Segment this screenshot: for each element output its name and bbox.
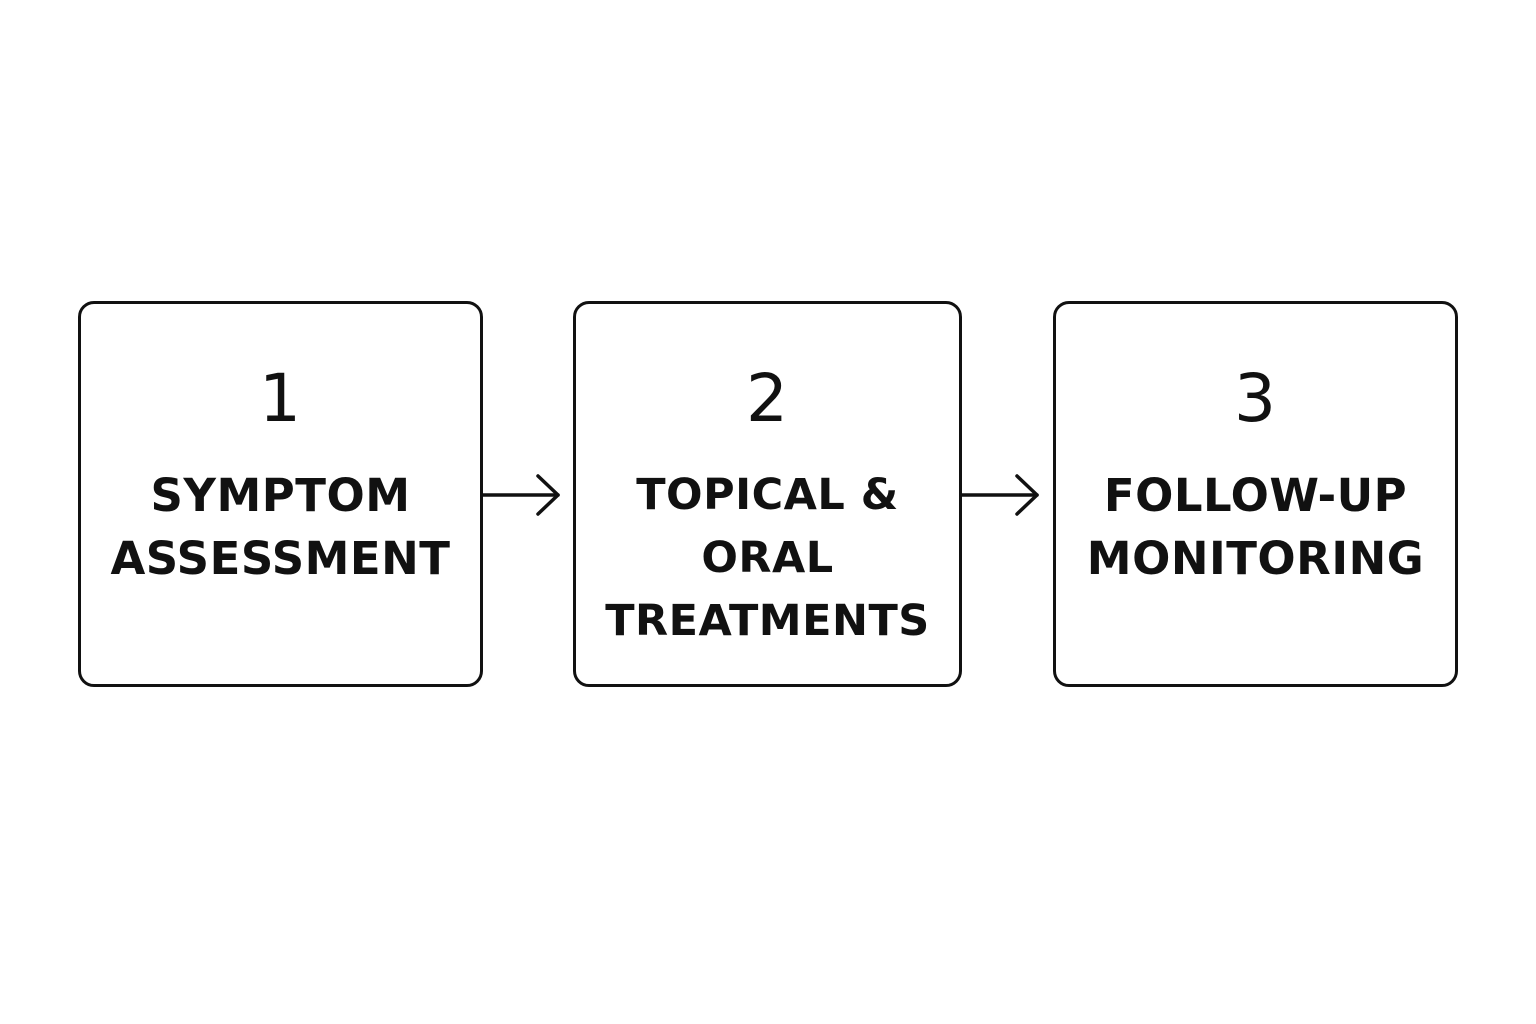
step-label: SYMPTOM ASSESSMENT — [81, 464, 480, 590]
step-label-line: SYMPTOM — [150, 469, 411, 522]
step-label-line: FOLLOW-UP — [1103, 469, 1408, 522]
step-label-line: TOPICAL & — [636, 470, 899, 520]
step-label-line: TREATMENTS — [605, 596, 930, 646]
step-number: 3 — [1234, 360, 1277, 437]
step-box-follow-up-monitoring: 3 FOLLOW-UP MONITORING — [1053, 301, 1458, 687]
step-box-symptom-assessment: 1 SYMPTOM ASSESSMENT — [78, 301, 483, 687]
arrow-right-icon — [482, 474, 560, 516]
arrow-right-icon — [961, 474, 1039, 516]
step-label: TOPICAL & ORAL TREATMENTS — [576, 464, 959, 653]
step-label: FOLLOW-UP MONITORING — [1056, 464, 1455, 590]
step-label-line: MONITORING — [1086, 532, 1425, 585]
step-label-line: ASSESSMENT — [110, 532, 451, 585]
step-number: 1 — [259, 360, 302, 437]
step-box-topical-oral-treatments: 2 TOPICAL & ORAL TREATMENTS — [573, 301, 962, 687]
step-label-line: ORAL — [701, 533, 834, 583]
step-number: 2 — [746, 360, 789, 437]
